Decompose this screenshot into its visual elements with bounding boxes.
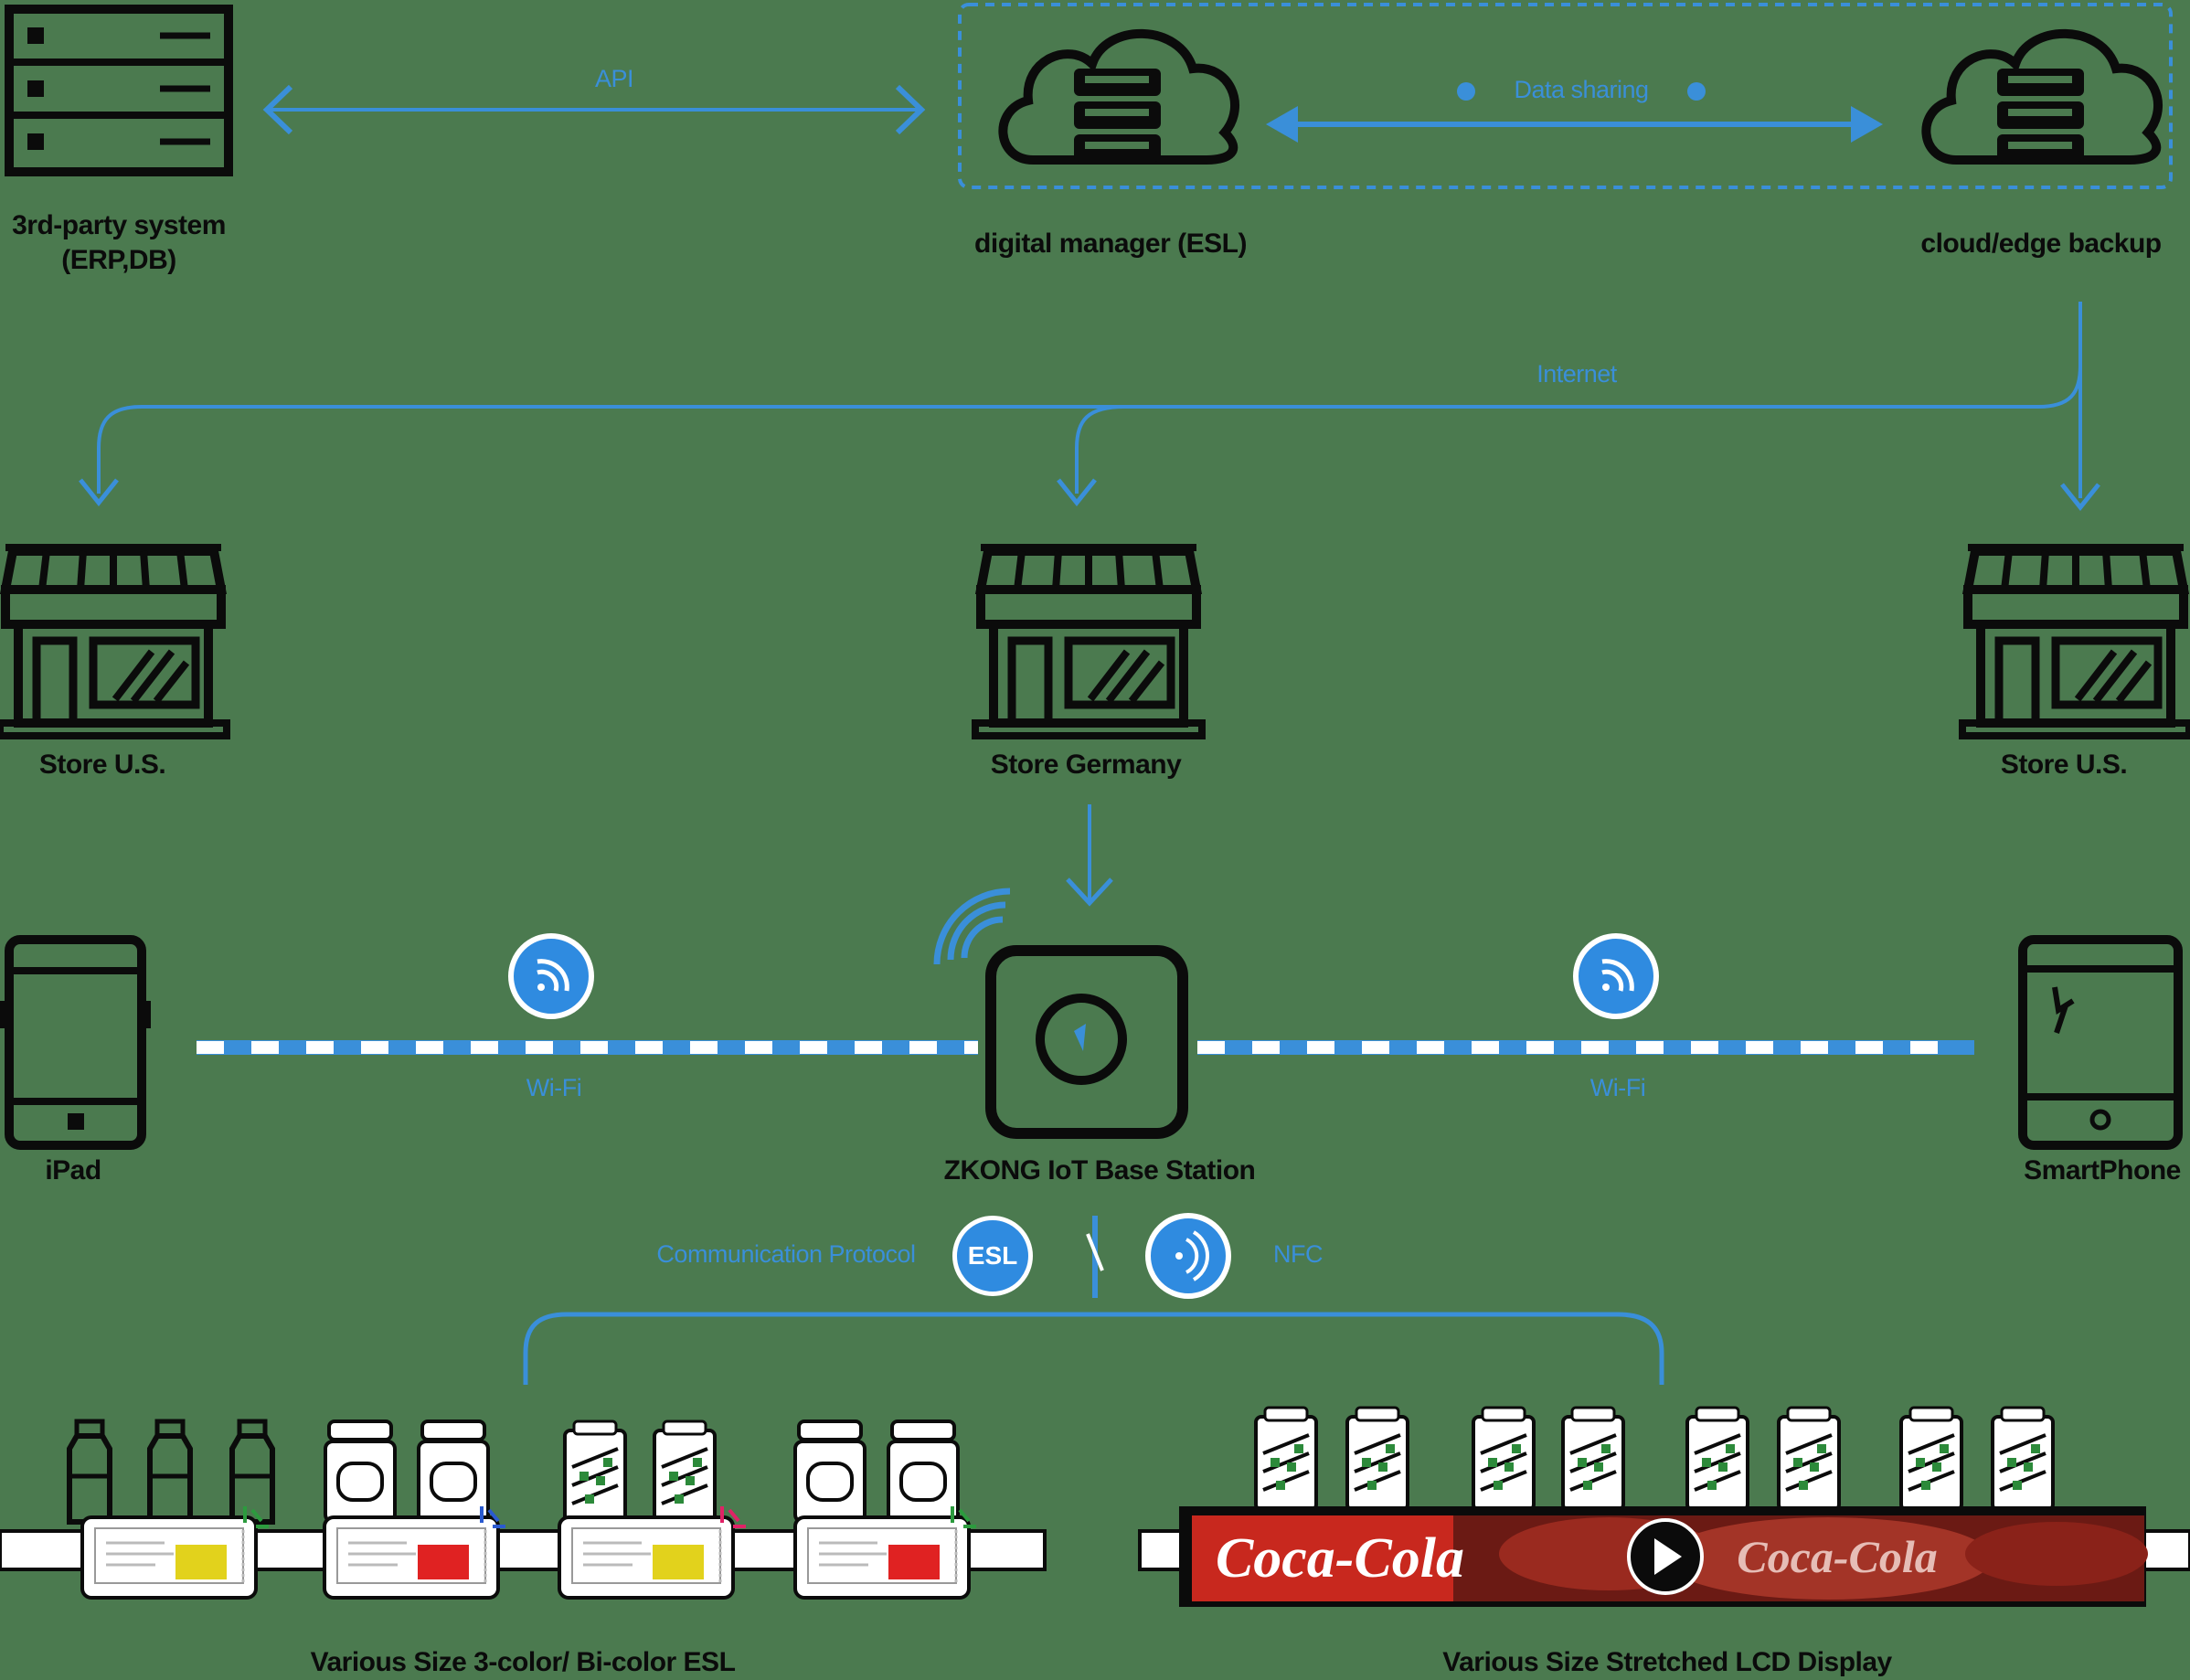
api-label: API bbox=[594, 65, 634, 92]
tablet-icon bbox=[0, 935, 151, 1150]
bottle-icon bbox=[232, 1421, 272, 1522]
can-icon bbox=[653, 1419, 717, 1526]
wifi-icon bbox=[508, 933, 594, 1019]
data-sharing-label: Data sharing bbox=[1514, 76, 1649, 103]
store-center-label: Store Germany bbox=[990, 750, 1182, 780]
base-station-label: ZKONG IoT Base Station bbox=[943, 1155, 1256, 1186]
can-icon bbox=[1777, 1406, 1841, 1512]
smartphone-label: SmartPhone bbox=[2024, 1155, 2181, 1186]
esl-tag-icon bbox=[558, 1506, 746, 1600]
nfc-label: NFC bbox=[1273, 1240, 1324, 1268]
can-icon bbox=[1254, 1406, 1318, 1512]
cloud-database-icon bbox=[1003, 34, 1235, 162]
jar-icon bbox=[793, 1419, 866, 1524]
pad-label: iPad bbox=[45, 1155, 101, 1186]
esl-tag-icon bbox=[793, 1506, 976, 1600]
esl-caption: Various Size 3-color/ Bi-color ESL bbox=[310, 1647, 736, 1677]
smartphone-icon bbox=[2018, 935, 2183, 1150]
lcd-brand-text-repeat: Coca-Cola bbox=[1737, 1531, 1937, 1582]
bottle-icon bbox=[150, 1421, 190, 1522]
lcd-brand-text: Coca-Cola bbox=[1216, 1527, 1464, 1590]
can-icon bbox=[1345, 1406, 1409, 1512]
bottle-icon bbox=[69, 1421, 110, 1522]
esl-tag-icon bbox=[323, 1506, 505, 1600]
cloud-backup-label: cloud/edge backup bbox=[1920, 229, 2162, 259]
can-icon bbox=[1685, 1406, 1749, 1512]
third-party-system-label: 3rd-party system (ERP,DB) bbox=[12, 210, 226, 275]
internet-label: Internet bbox=[1536, 360, 1617, 388]
esl-badge: ESL bbox=[952, 1216, 1033, 1296]
can-icon bbox=[1561, 1406, 1625, 1512]
wifi-left-label: Wi-Fi bbox=[526, 1074, 582, 1101]
data-sharing-connector bbox=[1266, 82, 1883, 143]
digital-manager-label: digital manager (ESL) bbox=[974, 229, 1247, 259]
store-right-label: Store U.S. bbox=[2000, 750, 2128, 780]
store-icon bbox=[1962, 544, 2189, 736]
esl-bracket bbox=[523, 1312, 1664, 1385]
store-icon bbox=[0, 544, 227, 736]
wifi-right-label: Wi-Fi bbox=[1589, 1074, 1646, 1101]
nfc-icon bbox=[1145, 1213, 1231, 1299]
lcd-caption: Various Size Stretched LCD Display bbox=[1442, 1647, 1892, 1677]
can-icon bbox=[1472, 1406, 1536, 1512]
esl-tag-icon bbox=[80, 1506, 269, 1600]
base-station-icon bbox=[933, 888, 1188, 1139]
store-to-station-connector bbox=[1066, 804, 1113, 907]
store-icon bbox=[975, 544, 1202, 736]
protocol-label: Communication Protocol bbox=[656, 1240, 916, 1268]
protocol-divider bbox=[1086, 1216, 1104, 1298]
wifi-icon bbox=[1573, 933, 1659, 1019]
can-icon bbox=[1899, 1406, 1963, 1512]
internet-connector bbox=[79, 302, 2100, 512]
jar-icon bbox=[417, 1419, 490, 1524]
store-left-label: Store U.S. bbox=[38, 750, 166, 780]
can-icon bbox=[563, 1419, 627, 1526]
server-icon bbox=[5, 5, 233, 176]
jar-icon bbox=[324, 1419, 397, 1524]
cloud-group-frame bbox=[958, 3, 2173, 189]
cloud-database-icon bbox=[1926, 34, 2158, 162]
api-connector bbox=[262, 84, 926, 135]
play-icon[interactable] bbox=[1627, 1518, 1704, 1595]
can-icon bbox=[1991, 1406, 2055, 1512]
jar-icon bbox=[887, 1419, 960, 1524]
